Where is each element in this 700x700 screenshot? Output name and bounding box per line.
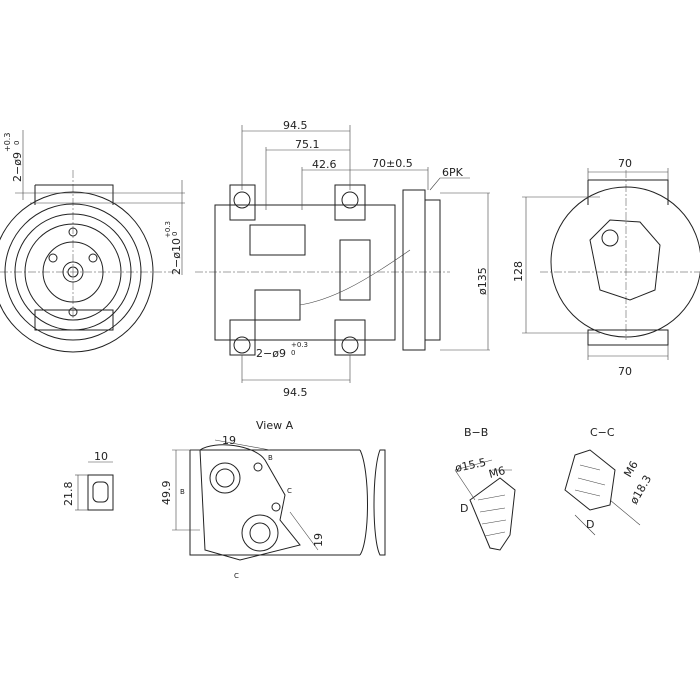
rear-dim-70-bottom: 70 <box>618 365 632 378</box>
side-dim-42-6: 42.6 <box>312 158 337 171</box>
side-dim-pulley-offset: 70±0.5 <box>372 157 413 170</box>
view-a-mark-b1: B <box>268 454 273 462</box>
section-bb-thread: M6 <box>487 464 506 481</box>
front-view: 2−ø9 +0.3 0 2−ø10 +0.3 0 <box>0 130 185 353</box>
front-hole-side-tol-low: 0 <box>171 232 179 236</box>
side-dim-94-5-top: 94.5 <box>283 119 308 132</box>
section-cc-mark: D <box>586 518 594 531</box>
rear-dim-70-top: 70 <box>618 157 632 170</box>
side-hole-bottom-label: 2−ø9 <box>256 347 286 360</box>
view-a-dim-19-bottom: 19 <box>312 533 325 547</box>
section-bb-title: B−B <box>464 426 488 439</box>
section-cc-title: C−C <box>590 426 615 439</box>
view-a-mark-c1: C <box>287 487 292 495</box>
front-hole-side-tol: +0.3 <box>164 221 172 238</box>
rear-view: 70 128 70 <box>512 157 700 378</box>
section-cc-thread: M6 <box>621 459 641 480</box>
view-a-mark-b2: B <box>180 488 185 496</box>
section-c-c: C−C M6 ø18.3 D <box>564 426 654 536</box>
view-a: View A 19 49.9 19 B B C C <box>160 419 386 580</box>
connector-width: 10 <box>94 450 108 463</box>
side-pulley-diameter: ø135 <box>476 267 489 295</box>
view-a-title: View A <box>256 419 294 432</box>
front-hole-top-label: 2−ø9 <box>11 152 24 182</box>
front-hole-top-tol-low: 0 <box>13 141 21 145</box>
side-hole-bottom-tol: +0.3 <box>291 341 308 349</box>
side-view: 94.5 75.1 42.6 70±0.5 6PK ø135 94.5 2−ø9… <box>195 119 490 399</box>
front-hole-top-tol: +0.3 <box>3 133 12 152</box>
connector-view: 10 21.8 <box>62 450 114 511</box>
section-bb-mark: D <box>460 502 468 515</box>
view-a-mark-c2: C <box>234 572 239 580</box>
view-a-dim-19-top: 19 <box>222 434 236 447</box>
section-bb-diameter: ø15.5 <box>454 456 487 475</box>
front-hole-side-label: 2−ø10 <box>170 238 183 275</box>
view-a-dim-49-9: 49.9 <box>160 481 173 506</box>
side-dim-75-1: 75.1 <box>295 138 320 151</box>
rear-dim-128: 128 <box>512 261 525 282</box>
connector-height: 21.8 <box>62 482 75 507</box>
side-belt-label: 6PK <box>442 166 464 179</box>
section-b-b: B−B ø15.5 M6 D <box>454 426 516 551</box>
side-hole-bottom-tol-low: 0 <box>291 349 295 357</box>
side-dim-94-5-bottom: 94.5 <box>283 386 308 399</box>
